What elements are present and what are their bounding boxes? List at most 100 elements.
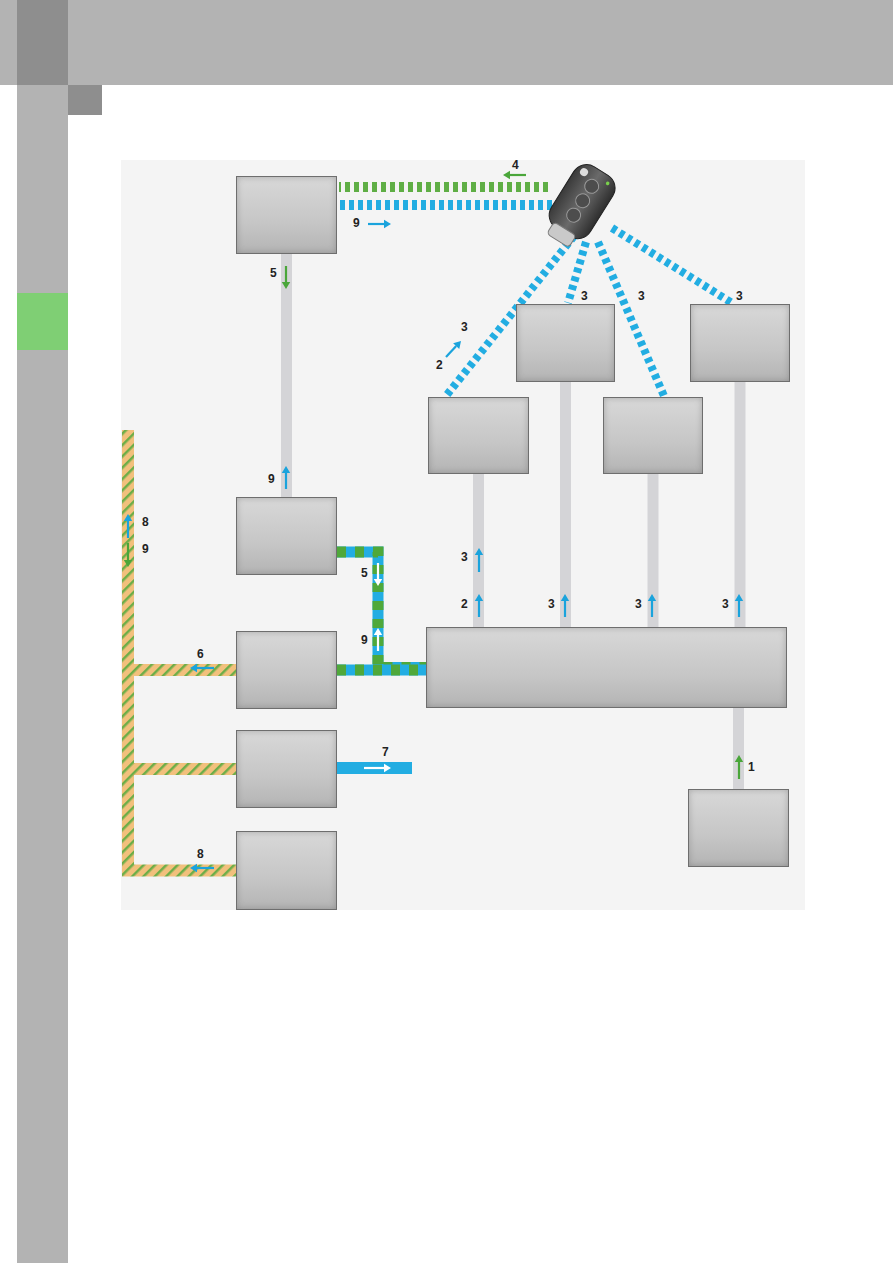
signal-arrow [561,594,569,617]
control-unit-box [236,176,337,254]
arrow-head [374,628,382,635]
signal-arrow [648,594,656,617]
callout-number: 9 [142,542,149,556]
arrow-head [735,755,743,762]
signal-arrow [374,563,382,586]
callout-number: 9 [268,472,275,486]
arrow-shaft [651,601,653,617]
control-unit-box [236,497,337,575]
arrow-shaft [368,223,384,225]
arrow-head [648,594,656,601]
wire [733,708,744,789]
arrow-shaft [564,601,566,617]
arrow-shaft [285,473,287,489]
arrow-head [282,282,290,289]
bus-line [122,430,134,674]
signal-arrow [124,543,132,567]
arrow-head [503,171,510,179]
signal-arrow [446,341,461,357]
arrow-shaft [197,867,214,869]
connector [128,670,236,871]
signal-arrow [368,220,391,228]
header-tab [17,0,68,85]
callout-number: 1 [748,760,755,774]
callout-number: 3 [635,597,642,611]
control-unit-box [690,304,790,382]
callout-number: 2 [436,358,443,372]
callout-number: 9 [361,633,368,647]
control-unit-box [603,397,703,474]
control-unit-box [516,304,615,382]
arrow-shaft [446,346,456,357]
signal-arrow [364,764,391,772]
control-unit-box [236,631,337,709]
signal-arrow [282,266,290,289]
signal-arrow [190,864,214,872]
arrow-shaft [127,521,129,538]
control-unit-box [236,730,337,808]
signal-arrow [503,171,526,179]
callout-number: 4 [512,158,519,172]
arrow-head [282,466,290,473]
wire [337,665,426,676]
arrow-head [475,548,483,555]
arrow-shaft [478,601,480,617]
callout-number: 3 [736,289,743,303]
radio-link [339,182,548,192]
wire [337,552,426,668]
arrow-shaft [197,667,214,669]
wire [281,254,292,497]
section-marker [68,85,102,115]
radio-link [612,228,732,303]
connector [286,254,287,497]
bus-line [128,670,236,769]
chapter-marker [17,293,68,350]
wire [735,382,746,627]
arrow-shaft [738,762,740,779]
arrow-shaft [478,555,480,572]
signal-arrow [475,594,483,617]
control-unit-box [236,831,337,910]
bus-line [128,670,236,871]
callout-number: 6 [197,647,204,661]
key-fob [538,159,620,253]
header-bar [0,0,893,85]
callout-number: 3 [461,550,468,564]
connector [337,552,426,668]
callout-number: 8 [142,515,149,529]
signal-arrow [735,594,743,617]
diagram-ground [121,160,805,910]
callout-number: 9 [353,216,360,230]
signal-arrow [735,755,743,779]
signal-arrow [190,664,214,672]
callout-number: 5 [361,566,368,580]
callout-number: 2 [461,597,468,611]
arrow-shaft [364,767,384,769]
connector [740,382,741,627]
side-strip [17,85,68,1263]
callout-number: 8 [197,847,204,861]
wire-stripe [337,665,426,676]
wire [648,474,659,627]
arrow-head [384,220,391,228]
arrow-shaft [285,266,287,282]
control-unit-box [426,627,787,708]
arrow-head [190,864,197,872]
callout-number: 3 [581,289,588,303]
connector [128,670,236,769]
arrow-head [735,594,743,601]
arrow-head [453,341,461,349]
control-unit-box [428,397,529,474]
callout-number: 5 [270,266,277,280]
connector [738,708,739,789]
callout-number: 3 [722,597,729,611]
arrow-head [384,764,391,772]
callout-number: 3 [548,597,555,611]
arrow-head [190,664,197,672]
callout-number: 3 [461,320,468,334]
arrow-shaft [377,635,379,651]
connector [565,382,566,627]
output-line [337,762,412,774]
signal-arrow [124,514,132,538]
signal-arrow [475,548,483,572]
